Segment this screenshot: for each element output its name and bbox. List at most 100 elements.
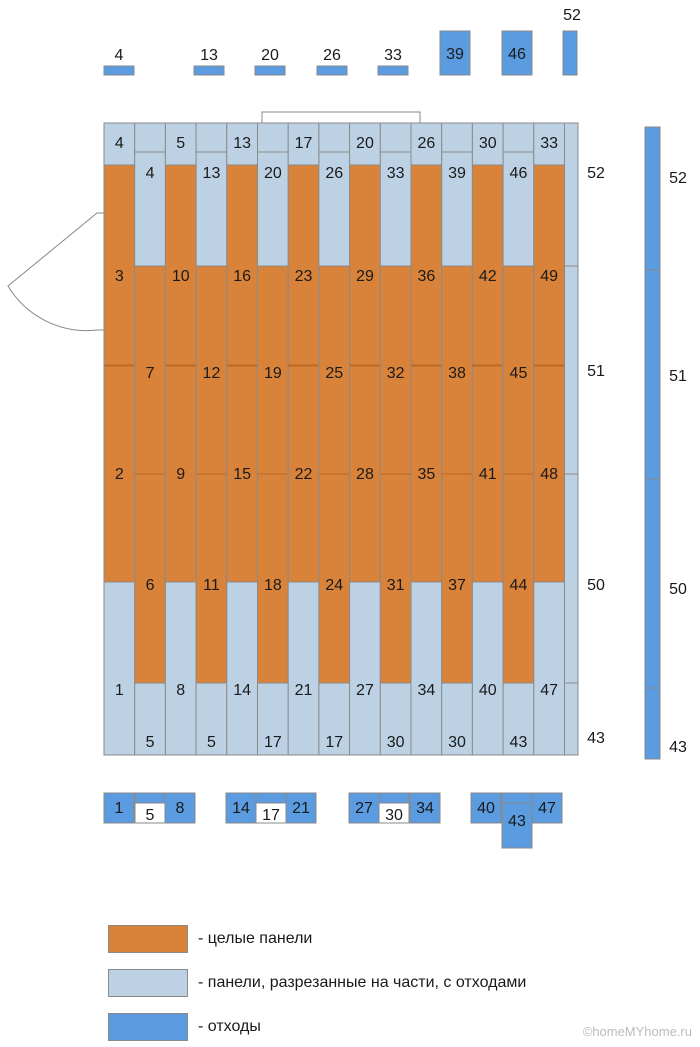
waste-piece-bottom <box>378 802 410 824</box>
panel-number-top: 30 <box>479 135 497 152</box>
panel-number: 21 <box>295 682 313 699</box>
panel-number: 37 <box>448 577 466 594</box>
waste-piece-bottom <box>409 792 441 824</box>
panel-number: 19 <box>264 365 282 382</box>
waste-piece-bottom <box>285 792 317 824</box>
waste-number-bottom: 14 <box>232 800 250 817</box>
edge-strip-number: 52 <box>587 165 605 182</box>
panel-number: 25 <box>325 365 343 382</box>
panel-cut-top <box>441 122 473 153</box>
panel-number-top: 4 <box>146 165 155 182</box>
waste-number-bottom: 34 <box>416 800 434 817</box>
waste-number-top: 26 <box>323 47 341 64</box>
waste-number-bottom: 21 <box>292 800 310 817</box>
panel-number: 48 <box>540 466 558 483</box>
panel-number: 42 <box>479 268 497 285</box>
panel-number: 43 <box>510 734 528 751</box>
panel-number-top: 5 <box>176 135 185 152</box>
panel-number: 2 <box>115 466 124 483</box>
panel-cut-bottom <box>410 581 443 756</box>
waste-piece-top <box>562 30 578 76</box>
panel-number: 30 <box>387 734 405 751</box>
panel-number: 17 <box>264 734 282 751</box>
legend-swatch-whole <box>108 925 188 953</box>
waste-piece-bottom <box>470 792 502 824</box>
panel-number: 18 <box>264 577 282 594</box>
panel-number: 10 <box>172 268 190 285</box>
panel-cut-top <box>410 122 443 166</box>
waste-number-bottom: 1 <box>115 800 124 817</box>
panel-number: 32 <box>387 365 405 382</box>
panel-cut-bottom <box>471 581 504 756</box>
panel-number: 30 <box>448 734 466 751</box>
panel-cut-bottom <box>287 581 320 756</box>
waste-piece-bottom <box>103 792 135 824</box>
panel-whole <box>349 164 381 583</box>
waste-piece-top <box>439 30 471 76</box>
panel-number-top: 26 <box>417 135 435 152</box>
waste-piece-bottom <box>348 792 380 824</box>
edge-strip-number: 50 <box>587 577 605 594</box>
panel-whole <box>287 164 320 583</box>
panel-number: 49 <box>540 268 558 285</box>
panel-number: 8 <box>176 682 185 699</box>
waste-number-top: 46 <box>508 46 526 63</box>
panel-number-top: 26 <box>325 165 343 182</box>
panel-number-top: 20 <box>264 165 282 182</box>
waste-piece-top <box>103 65 135 76</box>
waste-piece-top <box>193 65 225 76</box>
waste-number-bottom: 27 <box>355 800 373 817</box>
panel-cut-bottom <box>103 581 136 756</box>
panel-number: 12 <box>203 365 221 382</box>
panel-number: 5 <box>207 734 216 751</box>
panel-cut-bottom <box>226 581 259 756</box>
panel-number: 38 <box>448 365 466 382</box>
panel-number: 27 <box>356 682 374 699</box>
panel-cut-bottom <box>164 581 197 756</box>
panel-number: 1 <box>115 682 124 699</box>
waste-piece-right <box>644 478 661 689</box>
waste-number-bottom: 47 <box>538 800 556 817</box>
panel-number: 45 <box>510 365 528 382</box>
legend-label-whole: - целые панели <box>198 930 313 947</box>
panel-number: 40 <box>479 682 497 699</box>
panel-number-top: 17 <box>295 135 313 152</box>
panel-cut-top <box>379 122 412 153</box>
waste-number-top: 4 <box>115 47 124 64</box>
panel-cut-bottom <box>349 581 381 756</box>
panel-number: 23 <box>295 268 313 285</box>
panel-cut-bottom <box>318 682 351 756</box>
edge-strip-number: 43 <box>587 730 605 747</box>
waste-number-top: 52 <box>563 7 581 24</box>
waste-number-bottom: 43 <box>508 813 526 830</box>
panel-number: 29 <box>356 268 374 285</box>
panel-whole <box>103 164 136 583</box>
panel-number: 9 <box>176 466 185 483</box>
panel-number: 11 <box>203 577 220 594</box>
waste-piece-right <box>644 126 661 271</box>
panel-number: 6 <box>146 577 155 594</box>
panel-number: 31 <box>387 577 405 594</box>
panel-number: 24 <box>325 577 343 594</box>
waste-number-right: 51 <box>669 368 687 385</box>
waste-piece-right <box>644 269 661 480</box>
panel-number: 44 <box>510 577 528 594</box>
panel-number: 34 <box>417 682 435 699</box>
panel-cut-top <box>349 122 381 166</box>
panel-cut-upper <box>318 151 351 267</box>
panel-whole <box>471 164 504 583</box>
door-swing <box>7 212 104 332</box>
panel-cut-edge-strip <box>564 122 579 756</box>
waste-number-top: 20 <box>261 47 279 64</box>
panel-number: 14 <box>233 682 251 699</box>
waste-piece-top <box>377 65 409 76</box>
panel-number: 15 <box>233 466 251 483</box>
panel-number-top: 13 <box>203 165 221 182</box>
panel-number-top: 39 <box>448 165 466 182</box>
panel-number: 41 <box>479 466 497 483</box>
panel-cut-bottom <box>533 581 565 756</box>
panel-cut-bottom <box>441 682 473 756</box>
panel-number-top: 33 <box>387 165 405 182</box>
edge-strip-number: 51 <box>587 363 605 380</box>
